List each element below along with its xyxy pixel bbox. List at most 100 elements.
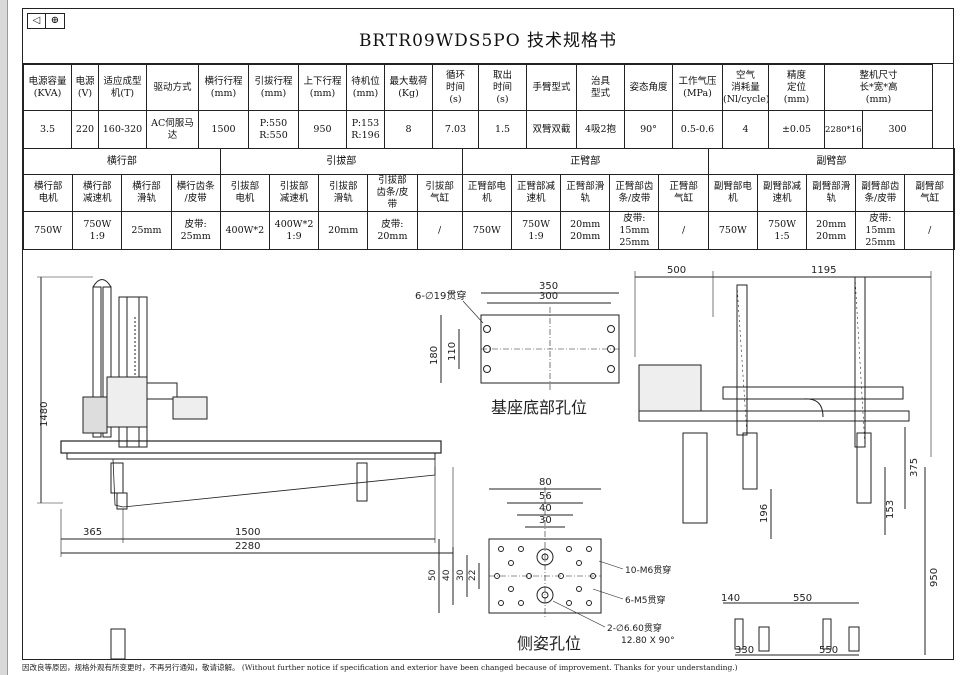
value-cell: 4 [722, 110, 769, 149]
dim-180: 180 [429, 346, 440, 365]
header-cell: 最大载荷(Kg) [384, 64, 433, 111]
value-cell: 皮带:20mm [367, 211, 418, 250]
value-cell: 3.5 [23, 110, 72, 149]
header-cell: 副臂部气缸 [904, 174, 955, 212]
dim-550-top: 550 [793, 593, 812, 604]
hole-6x19-note: 6-∅19贯穿 [415, 289, 466, 302]
dim-56: 56 [539, 491, 552, 502]
header-cell: 引拔部电机 [219, 174, 270, 212]
header-cell: 副臂部滑轨 [806, 174, 857, 212]
value-cell: 7.03 [432, 110, 479, 149]
value-cell: AC伺服马达 [146, 110, 199, 149]
dim-1195: 1195 [811, 265, 836, 276]
dim-40-v: 40 [442, 569, 452, 581]
header-cell: 正臂部减速机 [510, 174, 562, 212]
header-cell: 驱动方式 [146, 64, 199, 111]
header-cell: 正臂部电机 [461, 174, 512, 212]
dim-50: 50 [428, 569, 438, 581]
header-cell: 手臂型式 [526, 64, 577, 111]
header-cell: 治具型式 [576, 64, 625, 111]
value-cell: 20mm [318, 211, 369, 250]
value-cell: / [904, 211, 955, 250]
title-row: ◁ ⊕ BRTR09WDS5PO 技术规格书 [23, 9, 953, 64]
dim-110: 110 [447, 342, 458, 361]
header-cell: 正臂部气缸 [658, 174, 709, 212]
header-cell: 适应成型机(T) [98, 64, 147, 111]
group-cell: 引拔部 [219, 148, 463, 175]
component-header-row: 横行部电机 横行部减速机 横行部滑轨 横行齿条/皮带 引拔部电机 引拔部减速机 … [22, 174, 955, 212]
technical-drawing: 1480 365 1500 2280 350 300 180 110 6-∅19… [37, 265, 940, 660]
hole-660-note: 2-∅6.60贯穿 [607, 622, 662, 634]
dim-40: 40 [539, 503, 552, 514]
header-cell: 副臂部电机 [707, 174, 758, 212]
value-cell: 300 [861, 110, 934, 149]
header-cell: 副臂部减速机 [756, 174, 808, 212]
dim-80: 80 [539, 477, 552, 488]
group-cell: 横行部 [23, 148, 221, 175]
value-cell: / [658, 211, 709, 250]
component-table: 横行部 引拔部 正臂部 副臂部 横行部电机 横行部减速机 横行部滑轨 横行齿条/… [22, 148, 956, 250]
value-cell: 750W [707, 211, 758, 250]
dim-350: 350 [539, 281, 558, 292]
header-cell: 引拔部齿条/皮带 [367, 174, 418, 212]
header-cell: 姿态角度 [624, 64, 673, 111]
value-cell: 双臂双截 [526, 110, 577, 149]
header-cell: 取出时间(s) [478, 64, 527, 111]
side-hole-view: 80 56 40 30 50 40 30 22 10-M6贯穿 6-M5贯穿 2… [428, 477, 675, 653]
dim-2280: 2280 [235, 541, 260, 552]
dim-153: 153 [885, 500, 896, 519]
header-cell: 电源(V) [71, 64, 99, 111]
value-cell: 0.5-0.6 [672, 110, 723, 149]
dim-1500: 1500 [235, 527, 260, 538]
header-cell: 待机位(mm) [346, 64, 385, 111]
dim-22: 22 [468, 570, 478, 581]
header-cell: 上下行程(mm) [298, 64, 347, 111]
projection-symbol: ◁ ⊕ [27, 13, 65, 29]
header-cell: 横行部滑轨 [121, 174, 172, 212]
spec-sheet: ◁ ⊕ BRTR09WDS5PO 技术规格书 电源容量(KVA) 电源(V) 适… [22, 8, 956, 660]
value-cell: 1.5 [478, 110, 527, 149]
dim-196: 196 [759, 504, 770, 523]
dim-500: 500 [667, 265, 686, 276]
value-cell: 8 [384, 110, 433, 149]
footer-note: 因改良等原因，规格外观有所变更时，不再另行通知，敬请谅解。 (Without f… [22, 663, 738, 672]
header-cell: 引拔部减速机 [268, 174, 320, 212]
header-cell: 横行部电机 [22, 174, 74, 212]
value-cell: 皮带:25mm [170, 211, 221, 250]
header-cell: 工作气压(MPa) [672, 64, 723, 111]
side-caption: 侧姿孔位 [517, 634, 581, 653]
value-cell: 400W*2 [219, 211, 270, 250]
value-cell: 1500 [198, 110, 249, 149]
value-cell: ±0.05 [768, 110, 825, 149]
header-cell: 横行行程(mm) [198, 64, 249, 111]
dim-1480: 1480 [39, 402, 50, 427]
header-cell: 引拔部气缸 [416, 174, 463, 212]
group-cell: 正臂部 [461, 148, 709, 175]
dim-300: 300 [539, 291, 558, 302]
target-icon: ⊕ [50, 15, 60, 26]
value-cell: 220 [71, 110, 99, 149]
header-cell: 正臂部齿条/皮带 [609, 174, 660, 212]
header-cell: 空气消耗量(Nl/cycle) [722, 64, 769, 111]
page-title: BRTR09WDS5PO 技术规格书 [358, 31, 618, 51]
dim-375: 375 [909, 458, 920, 477]
base-hole-view: 350 300 180 110 6-∅19贯穿 基座底部孔位 [415, 281, 620, 417]
spec-table: 电源容量(KVA) 电源(V) 适应成型机(T) 驱动方式 横行行程(mm) 引… [23, 64, 961, 149]
header-cell: 循环时间(s) [432, 64, 479, 111]
dim-550-bottom: 550 [819, 645, 838, 656]
value-cell: 950 [298, 110, 347, 149]
header-cell: 横行部减速机 [72, 174, 123, 212]
dim-30-v: 30 [456, 569, 466, 581]
header-cell: 正臂部滑轨 [560, 174, 611, 212]
value-cell: 2280*1695*1480 [824, 110, 863, 149]
value-cell: 90° [624, 110, 673, 149]
value-cell: 25mm [121, 211, 172, 250]
